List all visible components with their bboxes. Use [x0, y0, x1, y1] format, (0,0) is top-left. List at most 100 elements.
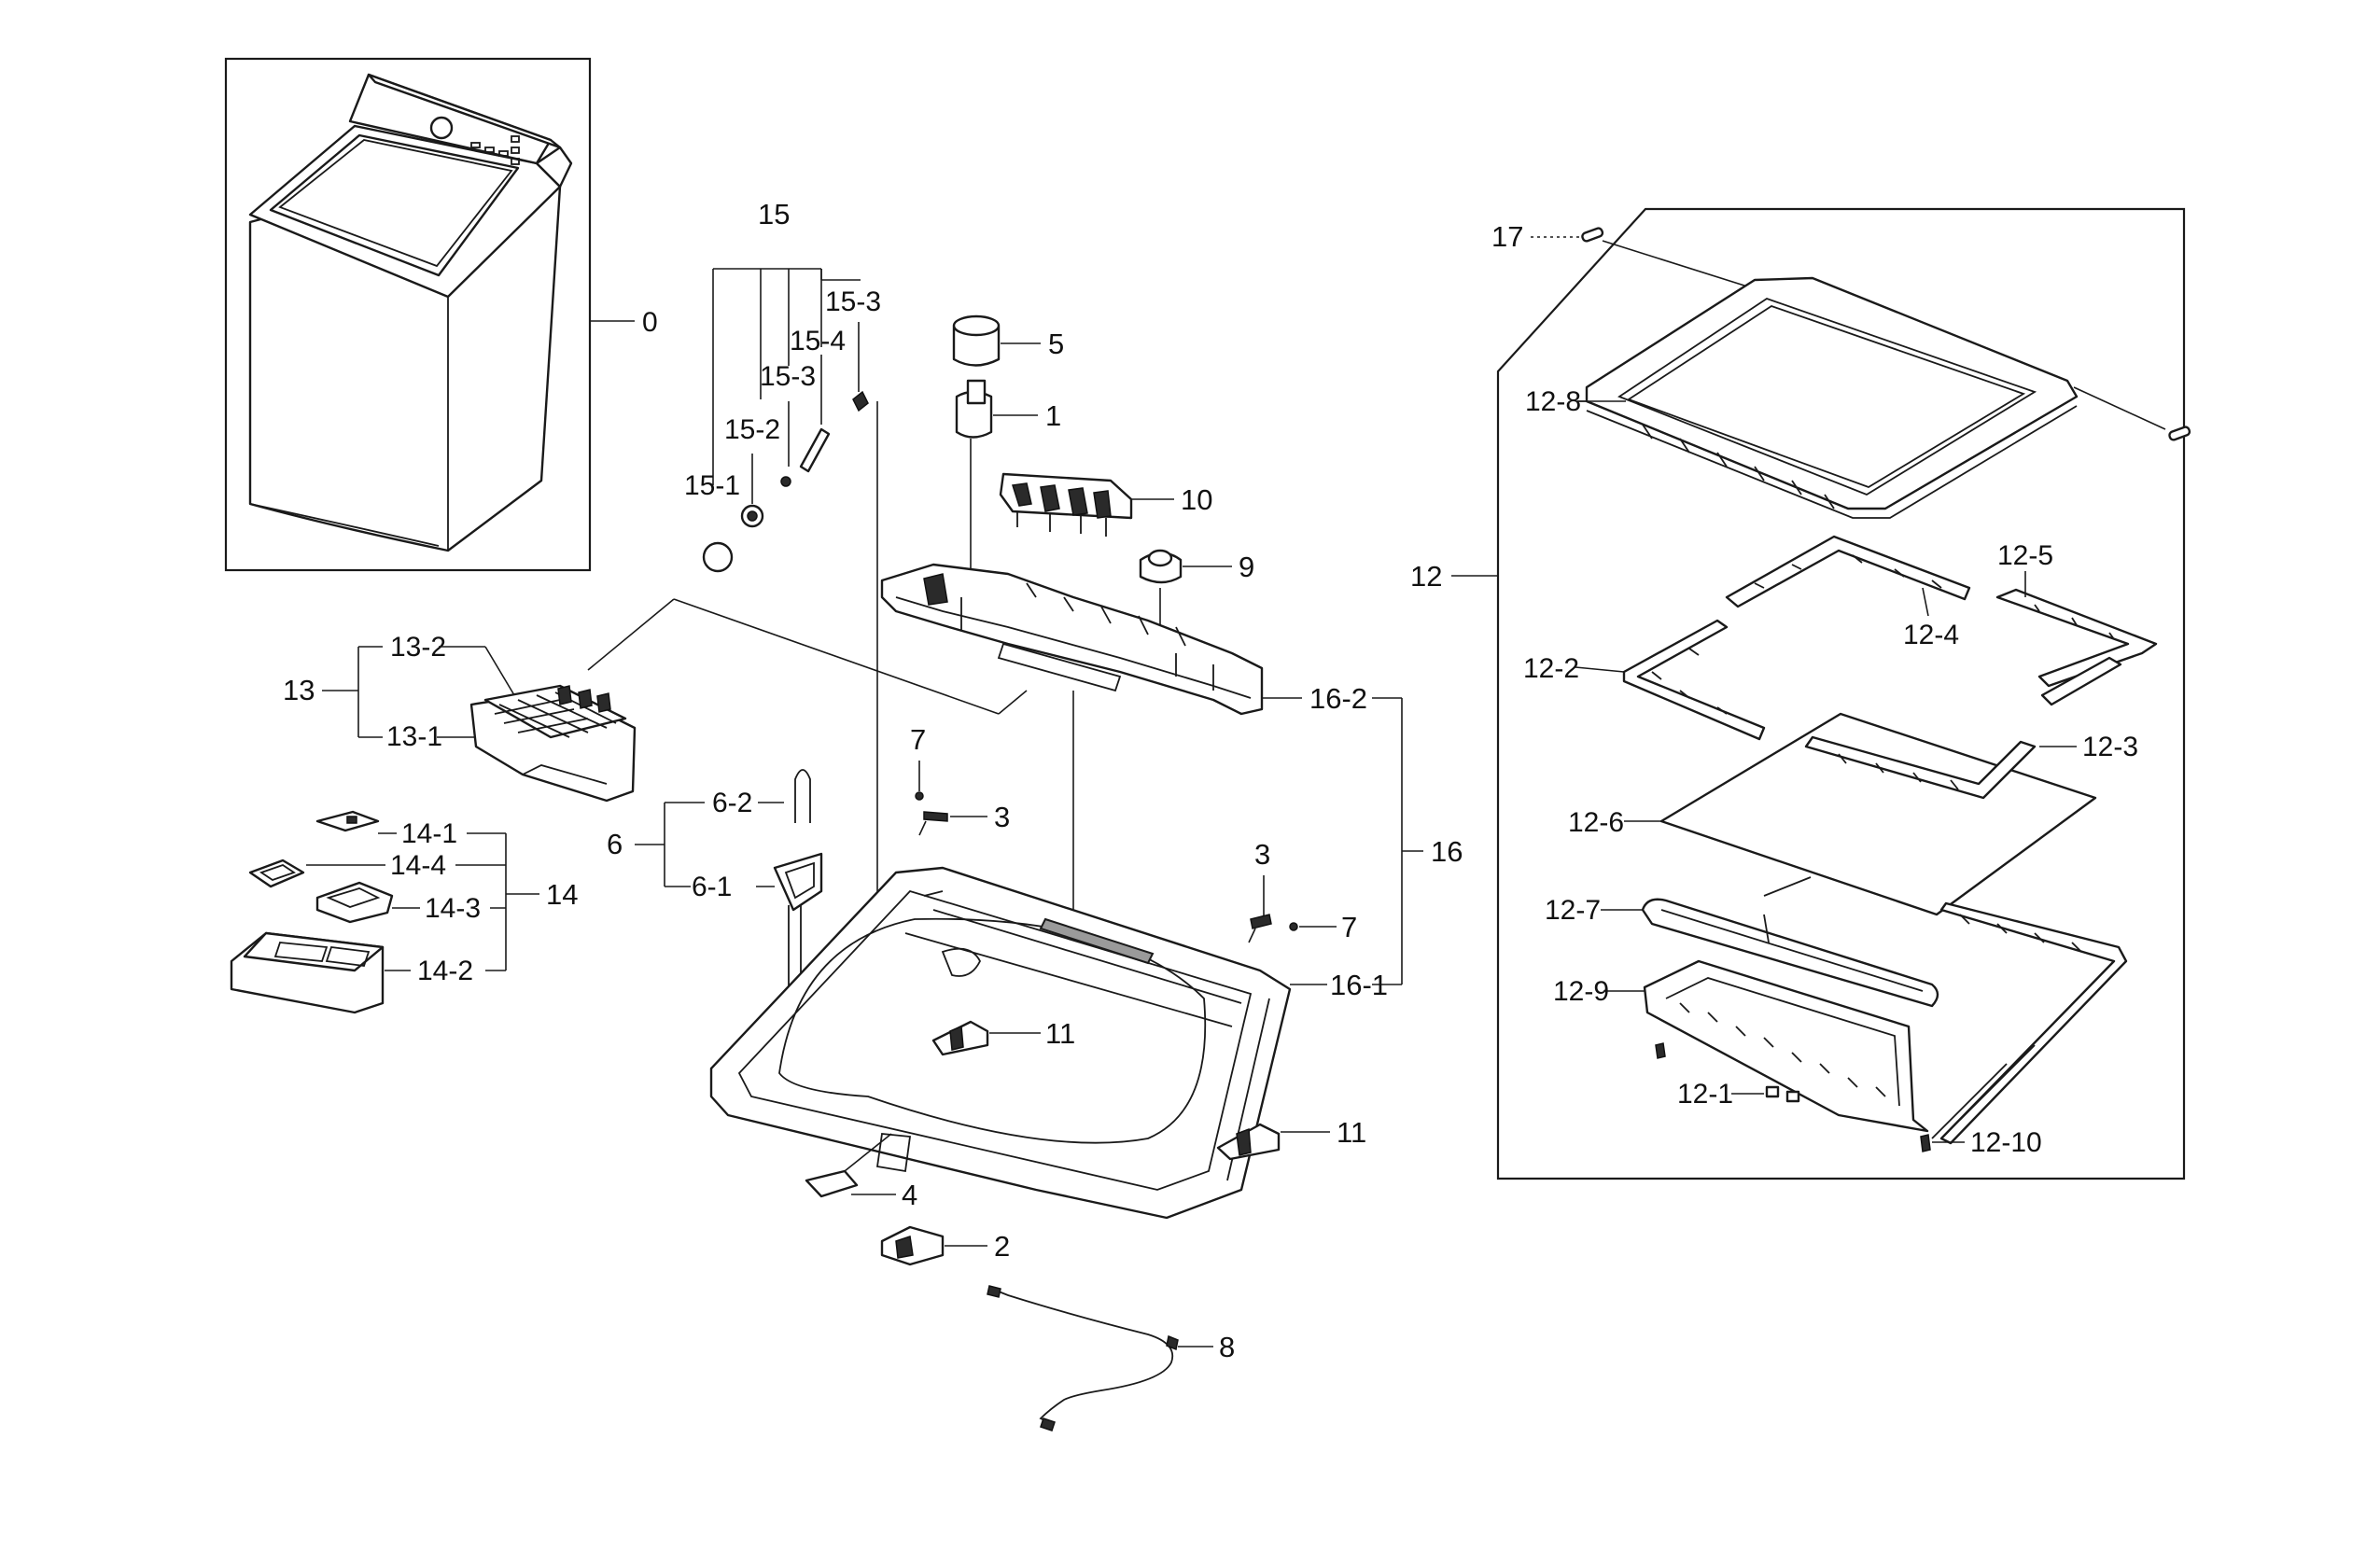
label-12-1: 12-1	[1677, 1079, 1733, 1110]
label-12-3: 12-3	[2082, 732, 2138, 762]
washer-15-3	[780, 476, 791, 487]
knob-15-1	[702, 541, 734, 573]
part-16-1-group: 16-1	[709, 866, 1388, 1220]
label-13-2: 13-2	[390, 632, 446, 663]
label-13: 13	[283, 674, 315, 706]
bumper-12-1-a	[1765, 1085, 1780, 1098]
label-14-2: 14-2	[417, 956, 473, 986]
top-cover-16-1	[709, 866, 1292, 1220]
label-3-b: 3	[1254, 838, 1270, 871]
label-15-4: 15-4	[790, 326, 846, 356]
rail-12-2	[1622, 619, 1766, 741]
part-10-group: 10	[999, 472, 1212, 537]
part-1-group: 1	[955, 379, 1061, 595]
label-12-6: 12-6	[1568, 807, 1624, 838]
foot-12-10-a	[1655, 1042, 1666, 1059]
washer-illustration	[248, 73, 573, 552]
foot-12-10-b	[1920, 1134, 1931, 1152]
lid-assembly-group: 12 17 12-8 12-4 12-5 12-2	[1410, 207, 2191, 1180]
part-11-group-b: 11	[1216, 1116, 1366, 1161]
washer-box-frame	[224, 57, 592, 572]
part-15-group: 15 15-3 15-4 15-3 15-2 15-1	[684, 198, 881, 1068]
label-0: 0	[642, 307, 658, 338]
label-8: 8	[1219, 1331, 1235, 1363]
part-13-group: 13 13-2 13-1	[283, 632, 637, 803]
bumper-12-1-b	[1785, 1090, 1800, 1103]
label-7-b: 7	[1341, 911, 1357, 943]
rail-12-4	[1725, 535, 1971, 608]
part-5-group: 5	[952, 314, 1064, 367]
label-16-1: 16-1	[1330, 969, 1388, 1001]
handle-12-7	[1641, 898, 1939, 1008]
seal-6-1	[773, 852, 823, 912]
part-16-bracket: 16	[1372, 697, 1463, 985]
label-2: 2	[994, 1230, 1010, 1263]
tray-14-3	[315, 881, 394, 924]
spring-15-4	[799, 427, 831, 473]
label-15-2: 15-2	[724, 414, 780, 445]
part-11-group-a: 11	[931, 1017, 1075, 1056]
label-13-1: 13-1	[386, 721, 442, 752]
label-12-10: 12-10	[1970, 1127, 2042, 1158]
label-12-5: 12-5	[1997, 540, 2053, 571]
label-1: 1	[1045, 399, 1061, 432]
label-11-a: 11	[1045, 1017, 1075, 1050]
label-15-3-mid: 15-3	[760, 361, 816, 392]
label-4: 4	[902, 1179, 917, 1211]
rail-12-5b	[2040, 656, 2122, 706]
part-14-group: 14-1 14-4 14-3 14-2 14	[230, 810, 578, 1014]
label-12: 12	[1410, 560, 1442, 593]
label-14: 14	[546, 878, 578, 911]
part-4-group: 4	[805, 1133, 917, 1211]
label-10: 10	[1181, 483, 1212, 516]
label-14-1: 14-1	[401, 818, 457, 849]
screw-7-b	[1289, 922, 1298, 931]
clamp-6-2	[794, 769, 811, 823]
label-5: 5	[1048, 328, 1064, 360]
label-12-9: 12-9	[1553, 976, 1609, 1007]
label-6: 6	[607, 828, 623, 860]
clip-3-a	[923, 811, 948, 822]
panel-frame-16-2	[880, 563, 1264, 716]
glass-12-6	[1659, 712, 2097, 916]
label-15: 15	[758, 198, 790, 230]
label-16: 16	[1431, 835, 1463, 868]
label-6-1: 6-1	[692, 872, 732, 902]
bottom-frame-12-9	[1643, 959, 1929, 1133]
part-16-2-group: 16-2	[587, 563, 1367, 929]
label-12-8: 12-8	[1525, 386, 1581, 417]
label-12-2: 12-2	[1523, 653, 1579, 684]
label-11-b: 11	[1337, 1116, 1366, 1149]
label-14-3: 14-3	[425, 893, 481, 924]
latch-4	[805, 1169, 859, 1198]
wire-8	[993, 1289, 1174, 1424]
clip-15-3	[852, 390, 869, 412]
label-14-4: 14-4	[390, 850, 446, 881]
label-9: 9	[1239, 551, 1254, 583]
part-6-group: 6 6-2 6-1	[607, 769, 846, 1074]
label-12-4: 12-4	[1903, 620, 1959, 650]
label-12-7: 12-7	[1545, 895, 1601, 926]
clip-3-b	[1250, 914, 1272, 929]
part-7-3-group-b: 3 7	[1248, 838, 1357, 943]
label-15-3-top: 15-3	[825, 286, 881, 317]
label-17: 17	[1491, 220, 1523, 253]
rail-12-5	[1995, 588, 2158, 688]
pin-17-a	[1581, 227, 1604, 243]
label-15-1: 15-1	[684, 470, 740, 501]
washer-assembly-group: 0	[224, 57, 658, 572]
lock-2	[880, 1225, 945, 1266]
screw-7-a	[915, 791, 924, 801]
pin-17-b	[2168, 426, 2191, 441]
label-6-2: 6-2	[712, 788, 752, 818]
label-3-a: 3	[994, 801, 1010, 833]
cup-14-4	[248, 859, 305, 888]
part-2-group: 2	[880, 1225, 1010, 1266]
label-16-2: 16-2	[1309, 682, 1367, 715]
part-8-group: 8	[987, 1285, 1235, 1431]
part-7-3-group-a: 7 3	[910, 723, 1010, 836]
lid-box-frame	[1496, 207, 2186, 1180]
label-7-a: 7	[910, 723, 926, 756]
rail-12-3	[1804, 735, 2037, 800]
